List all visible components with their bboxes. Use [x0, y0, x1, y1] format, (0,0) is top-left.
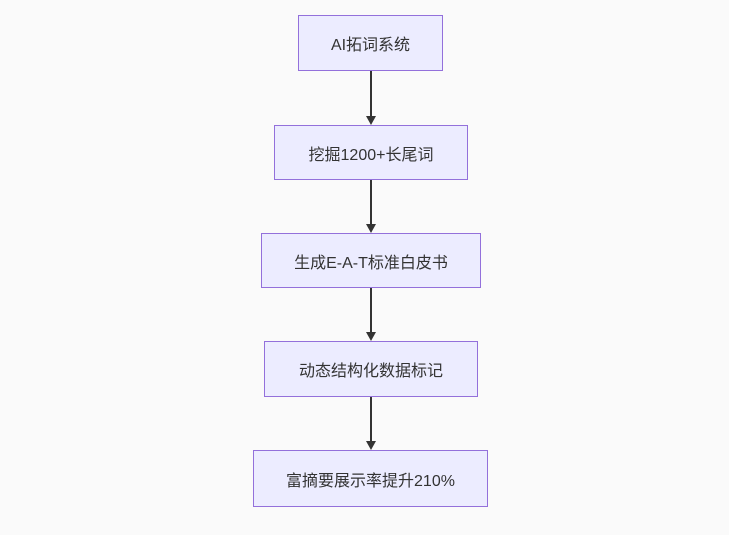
node-label: 挖掘1200+长尾词	[308, 146, 434, 164]
edge-line	[370, 71, 372, 117]
node-label: 动态结构化数据标记	[298, 363, 443, 380]
edge-line	[370, 288, 372, 333]
edge-line	[370, 180, 372, 225]
arrowhead-down-icon	[366, 441, 376, 450]
flowchart-node-structured-data: 动态结构化数据标记	[264, 341, 478, 397]
node-label: 生成E-A-T标准白皮书	[294, 254, 448, 272]
arrowhead-down-icon	[366, 116, 376, 125]
flowchart-node-eat-whitepaper: 生成E-A-T标准白皮书	[261, 233, 481, 288]
flowchart-node-ai-word-expansion: AI拓词系统	[298, 15, 443, 71]
edge-line	[370, 397, 372, 442]
node-label: AI拓词系统	[330, 37, 411, 54]
arrowhead-down-icon	[366, 332, 376, 341]
node-label: 富摘要展示率提升210%	[286, 472, 455, 490]
arrowhead-down-icon	[366, 224, 376, 233]
flowchart-node-longtail-mining: 挖掘1200+长尾词	[274, 125, 468, 180]
flowchart-node-rich-snippet-result: 富摘要展示率提升210%	[253, 450, 488, 507]
